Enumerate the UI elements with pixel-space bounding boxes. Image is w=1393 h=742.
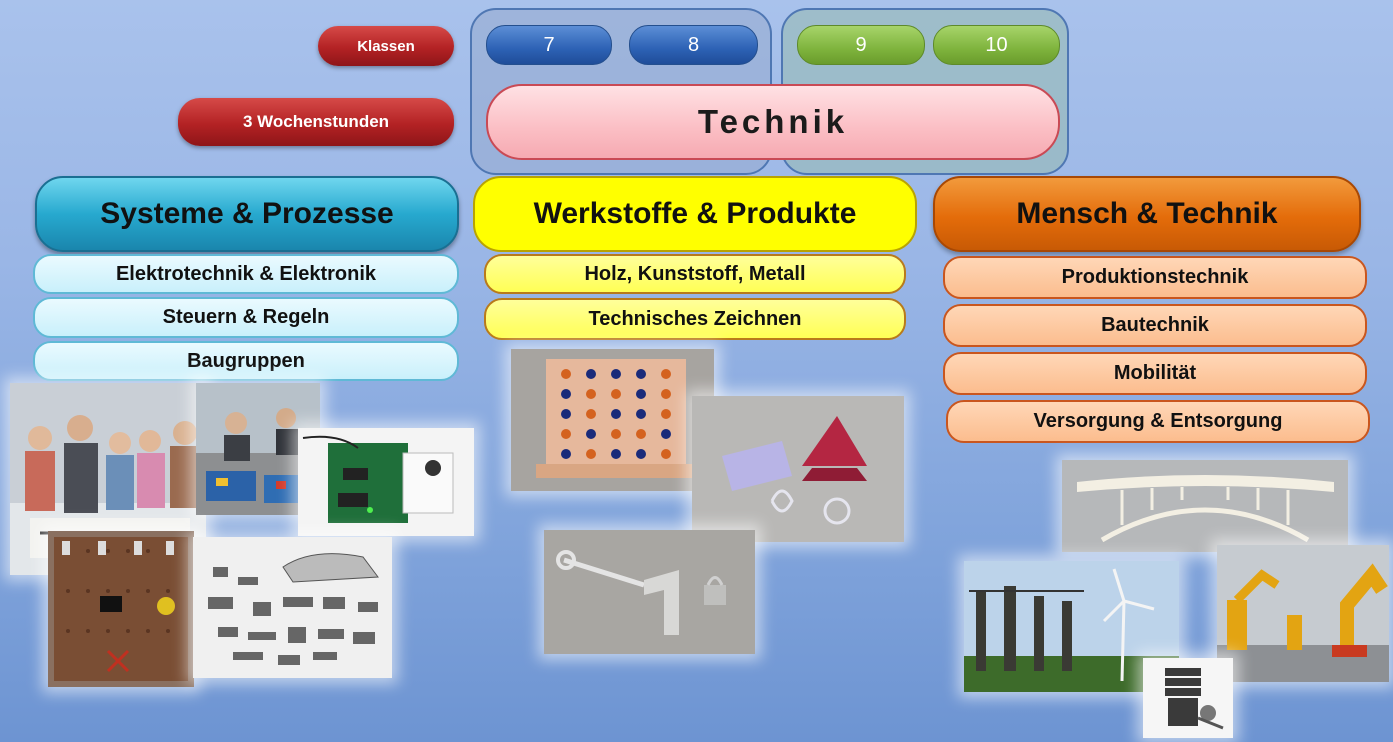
item-versorgung-entsorgung: Versorgung & Entsorgung	[946, 400, 1370, 443]
car-parts-photo	[193, 537, 392, 678]
plastic-parts-photo	[692, 396, 904, 542]
circuit-board-photo	[298, 428, 474, 536]
item-technisches-zeichnen: Technisches Zeichnen	[484, 298, 906, 340]
klassen-label: Klassen	[318, 26, 454, 66]
item-mobilitaet: Mobilität	[943, 352, 1367, 395]
power-wind-photo	[964, 561, 1179, 692]
item-produktionstechnik: Produktionstechnik	[943, 256, 1367, 299]
metal-tools-photo	[544, 530, 755, 654]
item-baugruppen: Baugruppen	[33, 341, 459, 381]
grade-7: 7	[486, 25, 612, 65]
bridge-model-photo	[1062, 460, 1348, 552]
grade-8: 8	[629, 25, 758, 65]
industrial-robot-photo	[1217, 545, 1389, 682]
category-systeme-prozesse: Systeme & Prozesse	[35, 176, 459, 252]
item-steuern-regeln: Steuern & Regeln	[33, 297, 459, 338]
grade-9: 9	[797, 25, 925, 65]
item-bautechnik: Bautechnik	[943, 304, 1367, 347]
item-elektrotechnik: Elektrotechnik & Elektronik	[33, 254, 459, 294]
engine-photo	[1143, 658, 1233, 738]
subject-technik: Technik	[486, 84, 1060, 160]
connect-four-photo	[511, 349, 714, 491]
category-werkstoffe-produkte: Werkstoffe & Produkte	[473, 176, 917, 252]
item-holz-kunststoff-metall: Holz, Kunststoff, Metall	[484, 254, 906, 294]
category-mensch-technik: Mensch & Technik	[933, 176, 1361, 252]
perfboard-photo	[48, 531, 194, 687]
wochenstunden-label: 3 Wochenstunden	[178, 98, 454, 146]
grade-10: 10	[933, 25, 1060, 65]
